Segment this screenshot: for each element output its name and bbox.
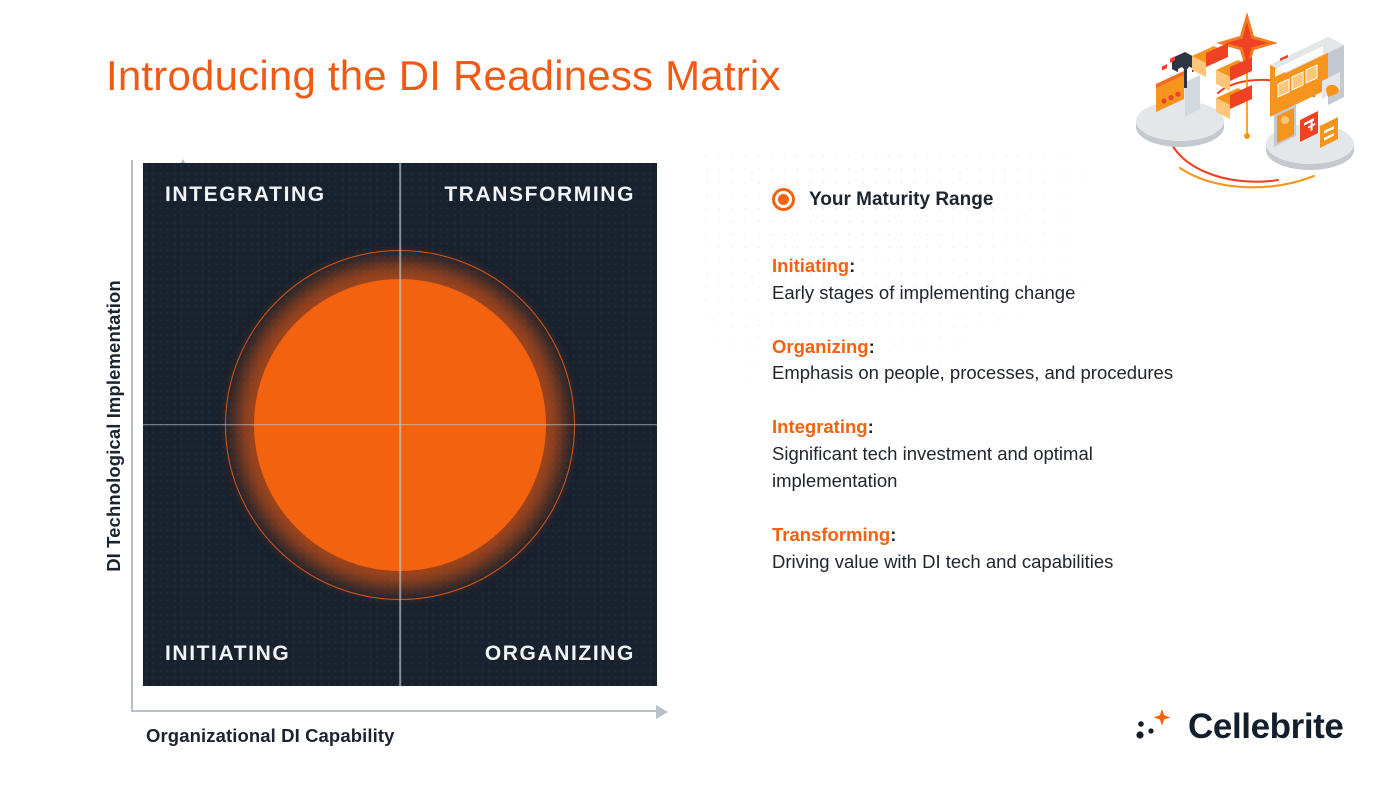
- stage-description-transforming: Driving value with DI tech and capabilit…: [772, 550, 1114, 572]
- y-axis-label: DI Technological Implementation: [103, 280, 124, 572]
- quadrant-divider-horizontal: [143, 423, 657, 426]
- filled-circle-ring-icon: [772, 188, 795, 211]
- legend-your-maturity-range: Your Maturity Range: [772, 188, 1292, 211]
- stage-term-initiating: Initiating:: [772, 253, 1292, 280]
- stage-term-text: Integrating: [772, 416, 868, 438]
- stage-term-colon: :: [868, 335, 875, 357]
- cellebrite-wordmark: Cellebrite: [1188, 707, 1344, 746]
- cellebrite-logo: Cellebrite: [1134, 706, 1344, 748]
- legend-and-stages-panel: Your Maturity Range Initiating: Early st…: [772, 188, 1292, 602]
- page-title: Introducing the DI Readiness Matrix: [106, 52, 781, 99]
- stage-term-colon: :: [867, 416, 874, 438]
- stage-description-initiating: Early stages of implementing change: [772, 281, 1076, 303]
- stage-term-colon: :: [890, 523, 897, 545]
- legend-label: Your Maturity Range: [809, 188, 994, 210]
- stage-description-integrating: Significant tech investment and optimal …: [772, 443, 1093, 491]
- stage-term-text: Organizing: [772, 335, 869, 357]
- quadrant-label-initiating: INITIATING: [165, 642, 291, 665]
- matrix-panel: INTEGRATING TRANSFORMING INITIATING ORGA…: [143, 163, 657, 686]
- stage-item-initiating: Initiating: Early stages of implementing…: [772, 253, 1292, 307]
- stage-term-colon: :: [849, 255, 856, 276]
- stage-item-transforming: Transforming: Driving value with DI tech…: [772, 522, 1292, 576]
- stage-description-organizing: Emphasis on people, processes, and proce…: [772, 362, 1174, 384]
- dots-and-star-icon: [1134, 706, 1176, 748]
- stage-item-integrating: Integrating: Significant tech investment…: [772, 414, 1292, 494]
- quadrant-label-transforming: TRANSFORMING: [444, 183, 635, 206]
- stage-term-text: Initiating: [772, 255, 850, 276]
- y-axis-line: [131, 159, 190, 712]
- quadrant-label-integrating: INTEGRATING: [165, 183, 326, 206]
- quadrant-label-organizing: ORGANIZING: [484, 642, 635, 665]
- di-readiness-matrix-chart: INTEGRATING TRANSFORMING INITIATING ORGA…: [80, 150, 700, 760]
- stage-term-transforming: Transforming:: [772, 522, 1292, 549]
- stage-term-organizing: Organizing:: [772, 334, 1292, 361]
- stage-term-text: Transforming: [772, 523, 891, 545]
- x-axis-arrow-icon: [656, 705, 668, 719]
- x-axis-line: [131, 710, 658, 712]
- stage-term-integrating: Integrating:: [772, 414, 1292, 441]
- x-axis-label: Organizational DI Capability: [146, 725, 395, 746]
- isometric-analyst-and-devices-illustration: [1118, 8, 1393, 198]
- stage-item-organizing: Organizing: Emphasis on people, processe…: [772, 334, 1292, 388]
